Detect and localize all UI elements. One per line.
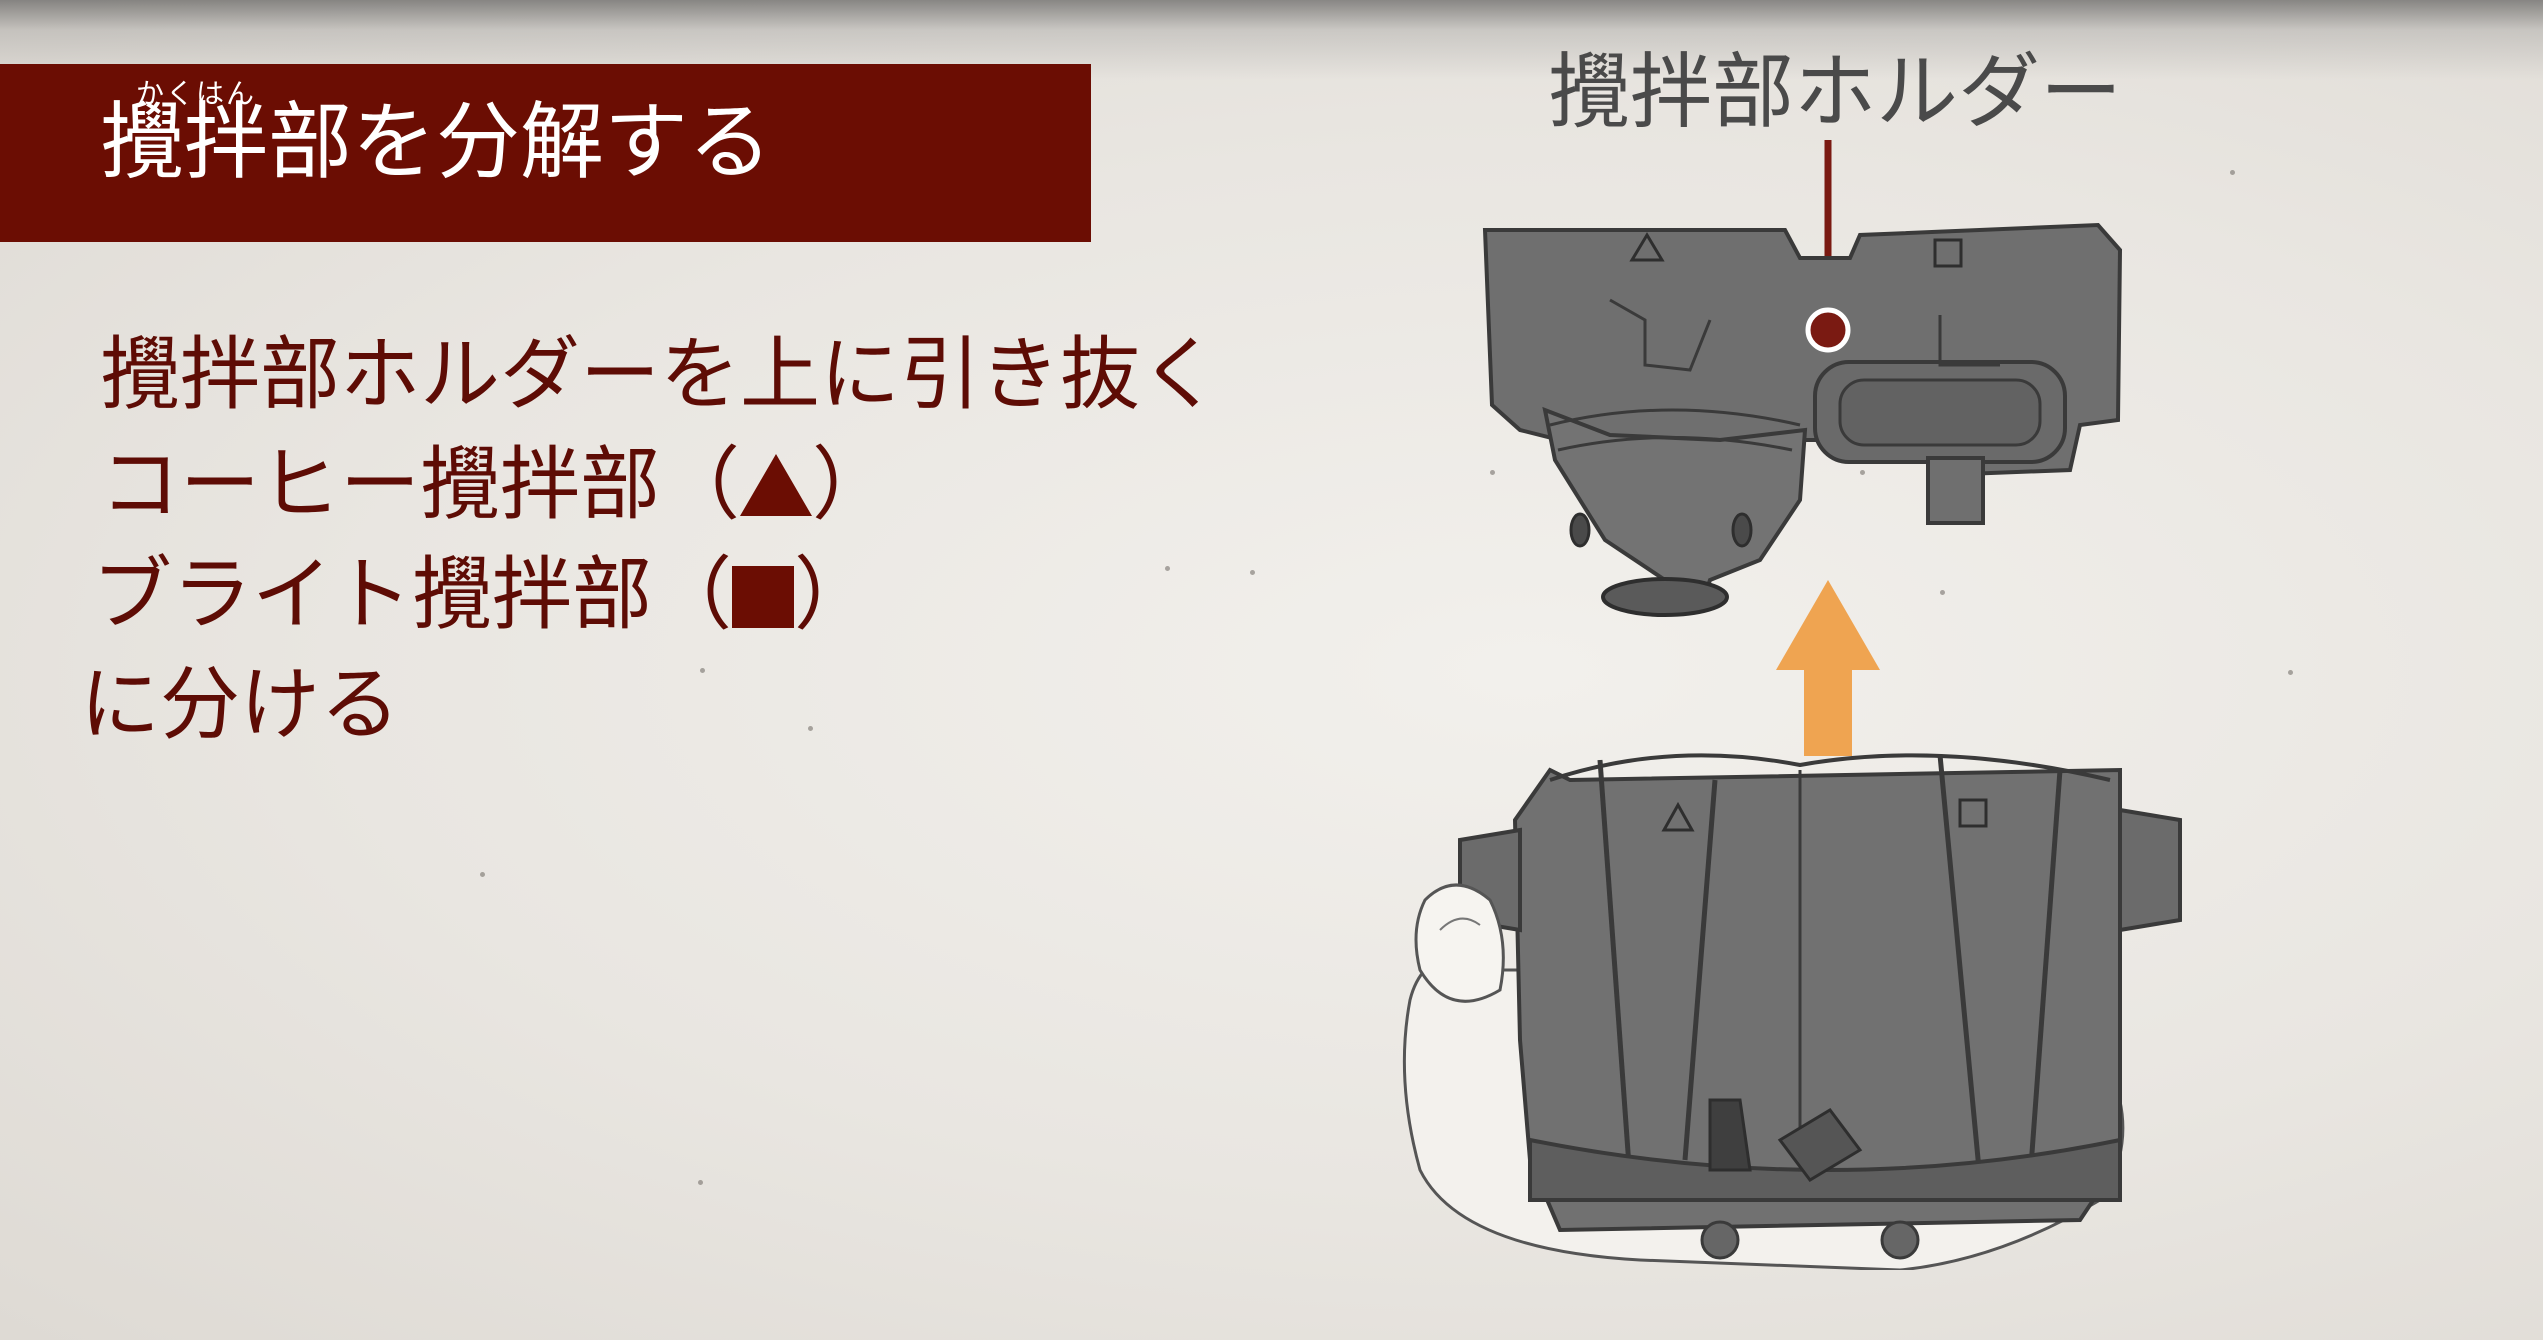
square-mark	[1933, 238, 1963, 268]
instruction-text: ）	[794, 548, 874, 641]
paper-speck	[1250, 570, 1255, 575]
holder-pointer-dot	[1805, 307, 1851, 353]
stirring-unit-illustration	[1402, 140, 2182, 1270]
paper-speck	[808, 726, 813, 731]
instruction-text: コーヒー攪拌部（	[100, 438, 740, 531]
triangle-icon	[740, 454, 812, 516]
instruction-line-2: コーヒー攪拌部（）	[100, 445, 892, 525]
instruction-text: ブライト攪拌部（	[92, 548, 732, 641]
paper-speck	[480, 872, 485, 877]
instruction-line-4: に分ける	[80, 665, 400, 745]
holder-assembly	[1482, 222, 2123, 617]
paper-speck	[698, 1180, 703, 1185]
paper-speck	[1165, 566, 1170, 571]
page-title: 攪拌部を分解する	[100, 93, 773, 191]
paper-speck	[1860, 470, 1865, 475]
paper-speck	[1940, 590, 1945, 595]
instruction-line-1: 攪拌部ホルダーを上に引き抜く	[100, 335, 1220, 415]
paper-speck	[2288, 670, 2293, 675]
square-icon	[732, 566, 794, 628]
instruction-text: に分ける	[80, 658, 400, 751]
holder-label: 攪拌部ホルダー	[1548, 45, 2123, 140]
up-arrow-icon	[1776, 580, 1880, 756]
instruction-text: ）	[812, 438, 892, 531]
hand-held-unit	[1402, 753, 2182, 1270]
paper-speck	[2230, 170, 2235, 175]
triangle-mark	[1661, 801, 1695, 832]
instruction-text: 攪拌部ホルダーを上に引き抜く	[100, 328, 1220, 421]
paper-speck	[1490, 470, 1495, 475]
square-mark	[1958, 798, 1988, 828]
paper-speck	[700, 668, 705, 673]
title-bar	[0, 64, 1091, 242]
title-ruby: かくはん	[136, 77, 257, 110]
triangle-mark	[1629, 232, 1665, 262]
instruction-line-3: ブライト攪拌部（）	[92, 555, 874, 635]
